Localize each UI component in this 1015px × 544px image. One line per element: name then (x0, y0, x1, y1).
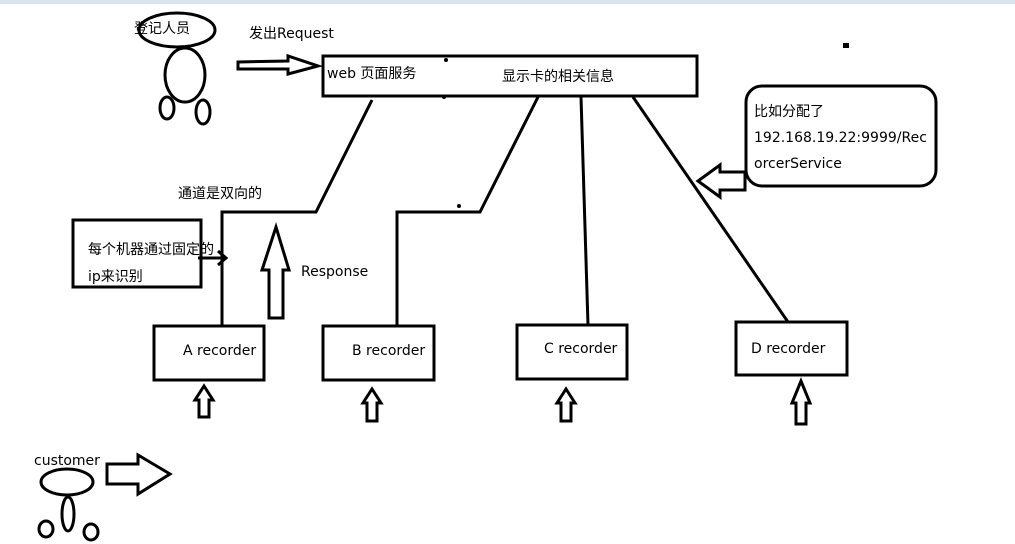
registrar-figure-icon (137, 11, 217, 126)
customer-figure-icon (37, 467, 100, 542)
channel-line-b (395, 96, 540, 326)
recorder-label-c: C recorder (544, 341, 618, 357)
channel-line-a (220, 99, 374, 326)
note-arrow-icon (695, 162, 747, 200)
up-arrow-c-icon (554, 386, 578, 423)
recorder-label-b: B recorder (352, 343, 426, 359)
server-label-center: 显示卡的相关信息 (502, 69, 614, 85)
customer-arrow-icon (105, 452, 173, 497)
stray-dot (457, 204, 461, 208)
channel-line-c (579, 96, 590, 326)
note-line-1: 比如分配了 (754, 104, 824, 120)
registrar-label: 登记人员 (134, 21, 190, 37)
server-label-left: web 页面服务 (327, 66, 417, 82)
note-line-3: orcerService (754, 156, 842, 172)
customer-label: customer (34, 453, 100, 469)
up-arrow-b-icon (360, 386, 384, 423)
note-box (744, 84, 938, 188)
stray-dot (444, 58, 448, 62)
id-note-arrow-icon (198, 249, 229, 267)
up-arrow-d-icon (789, 377, 813, 426)
channel-line-d (631, 96, 790, 323)
window-top-strip (0, 0, 1015, 4)
request-arrow-icon (236, 53, 324, 76)
recorder-box-c (515, 323, 629, 381)
id-note-line-1: 每个机器通过固定的 (88, 242, 214, 258)
web-server-box (321, 54, 699, 98)
response-label: Response (301, 264, 369, 280)
request-label: 发出Request (249, 26, 334, 42)
recorder-label-a: A recorder (183, 343, 257, 359)
up-arrow-a-icon (192, 383, 216, 419)
id-note-box (71, 218, 203, 289)
note-line-2: 192.168.19.22:9999/Rec (754, 130, 927, 146)
recorder-box-b (321, 324, 436, 382)
stray-dot (442, 95, 446, 99)
id-note-line-2: ip来识别 (88, 269, 143, 285)
recorder-label-d: D recorder (751, 341, 826, 357)
stray-mark (843, 43, 849, 48)
recorder-box-a (152, 324, 266, 382)
channel-label: 通道是双向的 (178, 186, 262, 202)
response-arrow-icon (259, 221, 292, 320)
recorder-box-d (734, 320, 849, 377)
